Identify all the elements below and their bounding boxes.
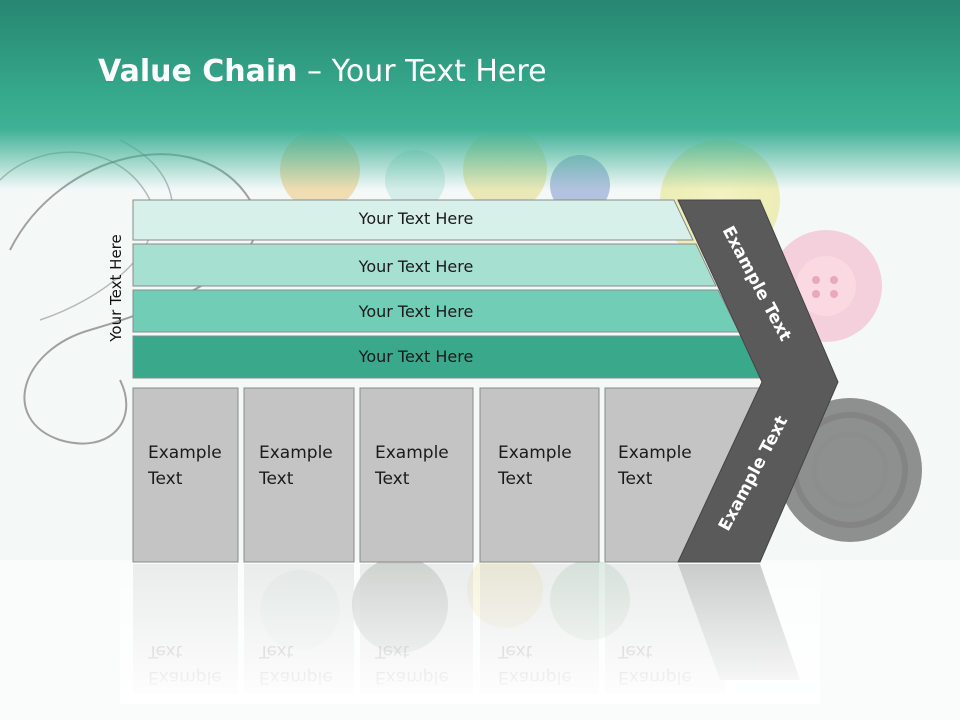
column-3-line2: Text: [375, 469, 410, 489]
bar-2-label: Your Text Here: [358, 257, 474, 276]
title-bold: Value Chain: [98, 54, 298, 89]
column-1-line2: Text: [148, 469, 183, 489]
column-5-text: Example Text: [618, 440, 692, 492]
column-3-line1: Example: [375, 443, 449, 463]
title-rest: – Your Text Here: [297, 54, 547, 89]
bar-1: Your Text Here: [132, 199, 694, 241]
page-title: Value Chain – Your Text Here: [98, 54, 547, 89]
column-1-text: Example Text: [148, 440, 222, 492]
bar-3-label: Your Text Here: [358, 302, 474, 321]
bar-2: Your Text Here: [132, 243, 717, 287]
header-band: [0, 0, 960, 190]
bar-3: Your Text Here: [132, 289, 740, 333]
column-5-line1: Example: [618, 443, 692, 463]
column-2: [243, 387, 355, 563]
column-4-line2: Text: [498, 469, 533, 489]
column-2-line2: Text: [259, 469, 294, 489]
column-1: [132, 387, 239, 563]
column-3: [359, 387, 474, 563]
column-2-text: Example Text: [259, 440, 333, 492]
bar-4: Your Text Here: [132, 335, 763, 379]
column-4-line1: Example: [498, 443, 572, 463]
bar-4-label: Your Text Here: [358, 347, 474, 366]
chevron-arrow: [677, 199, 839, 563]
column-4-text: Example Text: [498, 440, 572, 492]
column-4: [479, 387, 600, 563]
column-5-line2: Text: [618, 469, 653, 489]
column-3-text: Example Text: [375, 440, 449, 492]
bar-1-label: Your Text Here: [358, 209, 474, 228]
column-2-line1: Example: [259, 443, 333, 463]
column-1-line1: Example: [148, 443, 222, 463]
